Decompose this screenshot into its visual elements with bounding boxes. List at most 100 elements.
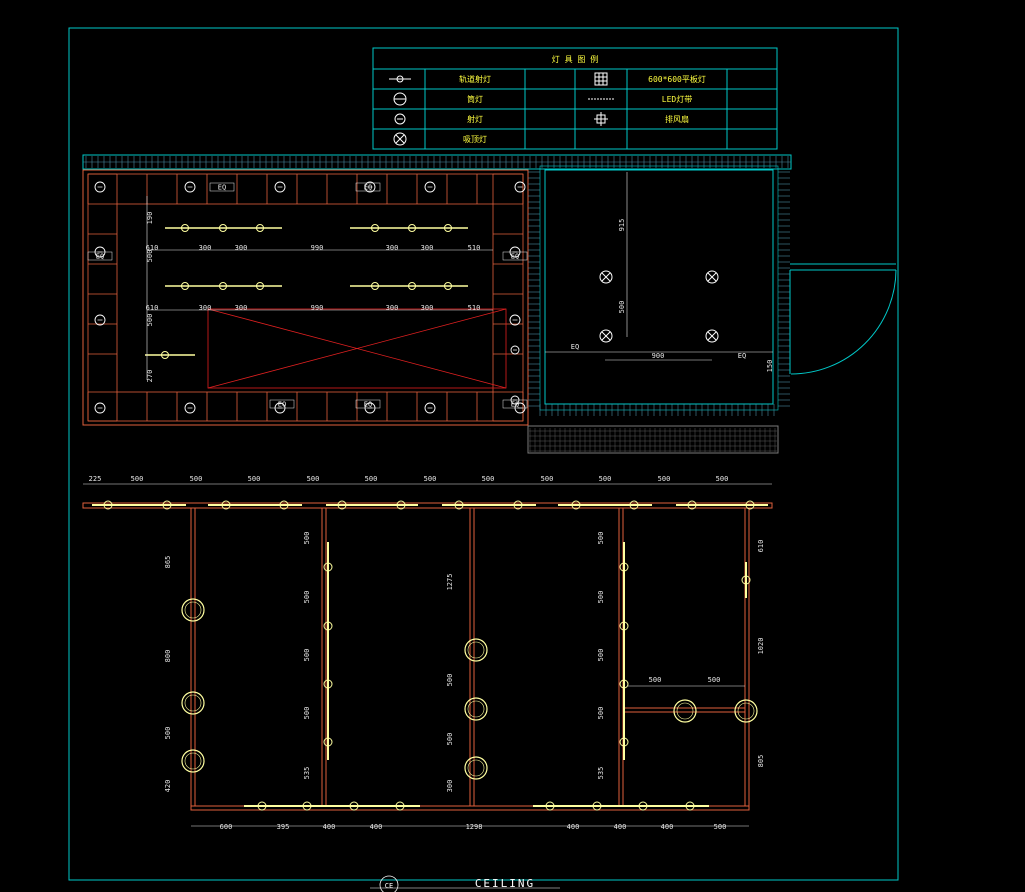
dim-label: 150: [766, 360, 774, 373]
dim-label: 1298: [466, 823, 483, 831]
dim-label: 500: [424, 475, 437, 483]
dim-label: 500: [164, 727, 172, 740]
downlight-inner: [737, 702, 755, 720]
dim-label: 500: [708, 676, 721, 684]
downlight-inner: [184, 752, 202, 770]
legend-label: LED灯带: [662, 94, 692, 104]
spotlight-icon: [302, 801, 312, 811]
track-light-icon: [389, 75, 411, 83]
downlight-icon: [94, 181, 106, 193]
ceiling-lamp-icon: [705, 329, 719, 343]
track-light-head: [219, 282, 227, 290]
downlight-icon: [514, 181, 526, 193]
eq-label: EQ: [278, 401, 286, 409]
spotlight-icon: [323, 621, 333, 631]
grid-panel-icon: [594, 72, 608, 86]
eq-label: EQ: [511, 401, 519, 409]
spotlight-icon: [571, 500, 581, 510]
dim-label: EQ: [738, 352, 746, 360]
ceiling-lamp-group: [599, 270, 719, 343]
dim-label: 800: [164, 650, 172, 663]
dim-label: 500: [190, 475, 203, 483]
ceiling-lamp-icon: [705, 270, 719, 284]
legend-label: 筒灯: [467, 94, 483, 104]
spotlight-icon: [741, 575, 751, 585]
dim-label: 500: [303, 707, 311, 720]
dim-label: 500: [597, 649, 605, 662]
track-light-head: [256, 282, 264, 290]
dim-label: 300: [421, 244, 434, 252]
dim-label: 300: [386, 244, 399, 252]
spotlight-icon: [619, 621, 629, 631]
dim-label: 500: [658, 475, 671, 483]
ceiling-lamp-mark: [707, 331, 717, 341]
spotlight-icon: [745, 500, 755, 510]
door-swing: [789, 263, 897, 375]
spotlight-icon: [394, 113, 406, 125]
track-light-head: [408, 282, 416, 290]
track-light-head: [371, 282, 379, 290]
dim-label: 300: [199, 304, 212, 312]
dim-label: 500: [446, 733, 454, 746]
track-light-head: [408, 224, 416, 232]
dim-label: 190: [146, 212, 154, 225]
dim-label: 500: [649, 676, 662, 684]
downlight-icon: [510, 345, 520, 355]
spotlight-icon: [454, 500, 464, 510]
dim-label: 535: [597, 767, 605, 780]
dim-label: 300: [446, 780, 454, 793]
downlight-icon: [393, 92, 407, 106]
spotlight-icon: [395, 801, 405, 811]
eq-tag: [502, 399, 528, 409]
spotlight-icon: [279, 500, 289, 510]
ceiling-lamp-icon: [599, 329, 613, 343]
legend-label: 吸顶灯: [463, 134, 487, 144]
dim-label: 610: [146, 244, 159, 252]
spotlight-icon: [619, 679, 629, 689]
spotlight-icon: [592, 801, 602, 811]
spotlight-icon: [629, 500, 639, 510]
dim-label: 610: [146, 304, 159, 312]
ceiling-lamp-icon: [393, 132, 407, 146]
spotlight-icon: [396, 500, 406, 510]
dim-label: 400: [614, 823, 627, 831]
spotlight-icon: [513, 500, 523, 510]
spotlight-icon: [349, 801, 359, 811]
dim-label: 865: [164, 556, 172, 569]
eq-tag: [209, 182, 235, 192]
dim-label: 510: [468, 304, 481, 312]
title-badge-text: CE: [385, 882, 393, 890]
dim-label: 500: [146, 250, 154, 263]
spotlight-icon: [545, 801, 555, 811]
dim-label: 270: [146, 370, 154, 383]
downlight-icon: [181, 749, 205, 773]
downlight-icon: [424, 402, 436, 414]
eq-label: EQ: [364, 401, 372, 409]
dim-label: 500: [446, 674, 454, 687]
track-light-head: [219, 224, 227, 232]
spotlight-icon: [638, 801, 648, 811]
dim-label: 500: [482, 475, 495, 483]
dim-label: 500: [303, 532, 311, 545]
dim-label: 990: [311, 304, 324, 312]
dim-label: 1020: [757, 638, 765, 655]
dim-label: 500: [248, 475, 261, 483]
track-light-head: [181, 282, 189, 290]
downlight-inner: [467, 641, 485, 659]
eq-label: EQ: [96, 253, 104, 261]
track-light-head: [161, 351, 169, 359]
downlight-icon: [464, 756, 488, 780]
eq-label: EQ: [511, 253, 519, 261]
dim-label: 225: [89, 475, 102, 483]
spotlight-icon: [323, 679, 333, 689]
downlight-icon: [181, 691, 205, 715]
legend-title: 灯 具 图 例: [552, 54, 598, 64]
dim-label: 900: [652, 352, 665, 360]
downlight-icon: [184, 402, 196, 414]
downlight-inner: [467, 700, 485, 718]
dim-label: 300: [199, 244, 212, 252]
dim-label: 1275: [446, 574, 454, 591]
spotlight-icon: [103, 500, 113, 510]
dim-label: 500: [597, 532, 605, 545]
